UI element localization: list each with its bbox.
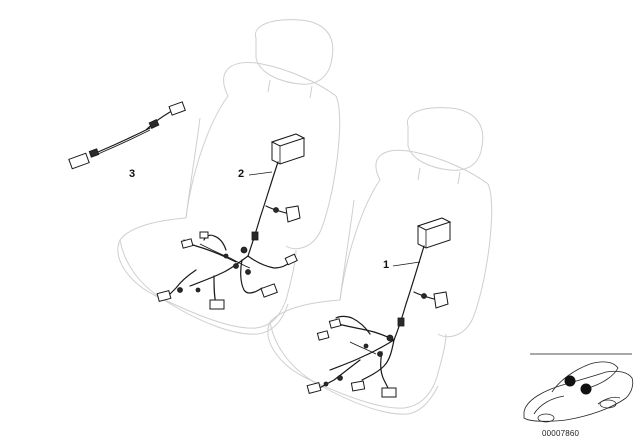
front-seat-marker [564,375,576,387]
leader-line-1 [392,261,421,267]
adapter-cable-part-3 [68,101,186,170]
harness-part-2 [156,133,306,310]
seat-outline-front [267,107,493,415]
callout-3: 3 [129,168,136,180]
rear-seat-marker [580,383,592,395]
vehicle-locator-inset [523,353,634,423]
callout-2: 2 [238,168,245,180]
leader-line-2 [248,171,273,176]
callout-1: 1 [383,259,390,271]
seat-outline-rear [117,19,341,335]
diagram-code: 00007860 [542,429,580,438]
harness-part-1 [306,217,452,398]
